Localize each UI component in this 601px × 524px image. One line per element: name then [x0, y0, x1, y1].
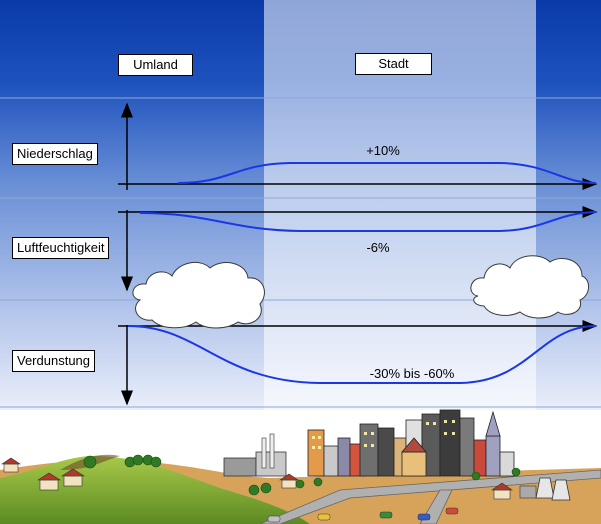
factory-icon [223, 433, 287, 477]
cloud-icon [470, 255, 589, 319]
house-icon [60, 468, 86, 487]
luftfeuchtigkeit-label: Luftfeuchtigkeit [12, 237, 110, 259]
car-icon [267, 507, 459, 523]
house-icon [36, 472, 62, 491]
cloud-icon [132, 261, 265, 329]
niederschlag-change: +10% [366, 143, 400, 158]
stadt-header: Stadt [355, 53, 432, 75]
verdunstung-change: -30% bis -60% [370, 366, 455, 381]
luftfeuchtigkeit-change: -6% [366, 240, 390, 255]
niederschlag-label: Niederschlag [12, 143, 98, 165]
road [259, 469, 601, 524]
house-icon [491, 482, 513, 500]
umland-header: Umland [118, 54, 193, 76]
house-icon [1, 457, 21, 473]
tree-icon [83, 454, 521, 496]
verdunstung-curve [127, 325, 597, 384]
niederschlag-curve [177, 162, 597, 184]
verdunstung-label: Verdunstung [12, 350, 96, 372]
luftfeuchtigkeit-curve [139, 211, 597, 232]
power-plant-icon [519, 477, 571, 501]
city-skyline [307, 409, 515, 477]
building-windows [312, 420, 455, 449]
